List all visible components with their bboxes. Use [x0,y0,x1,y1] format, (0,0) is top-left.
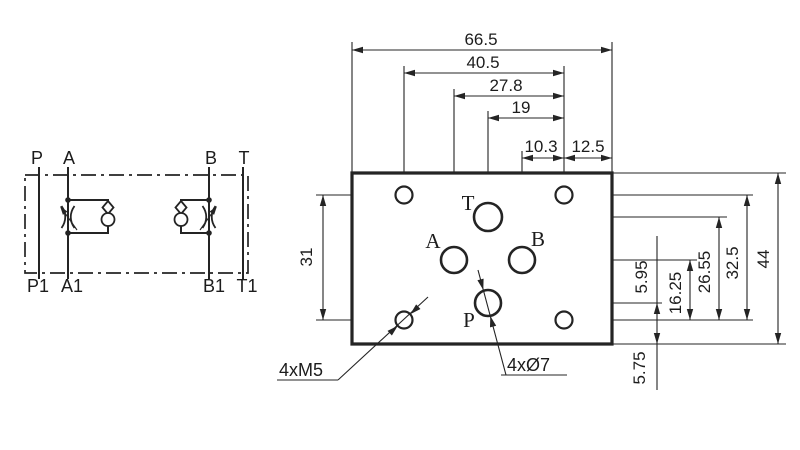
schematic-label-b1: B1 [203,276,225,296]
dim-width-port-t: 19 [512,98,531,117]
dim-height-bolts-right: 32.5 [723,246,742,279]
bolt-hole-top-left [396,187,413,204]
port-hole-t [474,203,502,231]
schematic-label-a: A [63,148,75,168]
plate-port-label-t: T [462,191,475,215]
dim-height-port-p: 5.95 [632,260,651,293]
throttle-valve-a-icon [60,206,77,230]
schematic-label-a1: A1 [61,276,83,296]
dim-height-ports-ab: 16.25 [666,272,685,315]
port-hole-p [475,290,501,316]
check-valve-a-icon [102,201,115,226]
check-valve-b-icon [175,201,188,226]
hydraulic-schematic: P A B T P1 A1 B1 T1 [25,148,258,296]
dim-width-total: 66.5 [464,30,497,49]
dim-height-bolts-left: 31 [297,248,316,267]
dim-height-edge-bottom: 5.75 [630,351,649,384]
junction-dot [206,230,212,236]
junction-dot [65,230,71,236]
junction-dot [206,197,212,203]
throttle-valve-b-icon [200,206,217,230]
plate-port-label-b: B [531,227,545,251]
plate-port-label-a: A [425,229,441,253]
schematic-boundary [25,175,248,273]
callout-port-holes-label: 4xØ7 [507,355,550,375]
callout-bolt-holes-label: 4xM5 [279,360,323,380]
schematic-label-p1: P1 [27,276,49,296]
bolt-hole-bottom-right [556,312,573,329]
schematic-label-t: T [239,148,250,168]
dim-height-total: 44 [754,250,773,269]
dimension-lines-right: 44 32.5 26.55 16.25 5.95 5.75 [630,173,782,390]
plate-view: T A B P 66.5 40.5 27.8 19 [277,30,786,390]
dimension-line-left: 31 [297,195,327,320]
dim-width-port-b: 10.3 [524,137,557,156]
callout-port-holes: 4xØ7 [477,270,567,375]
dim-height-port-t: 26.55 [695,251,714,294]
dim-width-port-a: 27.8 [489,76,522,95]
plate-port-label-p: P [463,308,475,332]
port-hole-a [441,247,467,273]
dimension-lines-top: 66.5 40.5 27.8 19 10.3 12.5 [352,30,612,162]
schematic-label-p: P [31,148,43,168]
junction-dot [65,197,71,203]
dim-width-edge: 12.5 [571,137,604,156]
dim-width-bolts: 40.5 [466,53,499,72]
bolt-hole-top-right [556,187,573,204]
schematic-label-b: B [205,148,217,168]
callout-bolt-holes: 4xM5 [277,297,428,380]
port-hole-b [509,247,535,273]
schematic-label-t1: T1 [236,276,257,296]
